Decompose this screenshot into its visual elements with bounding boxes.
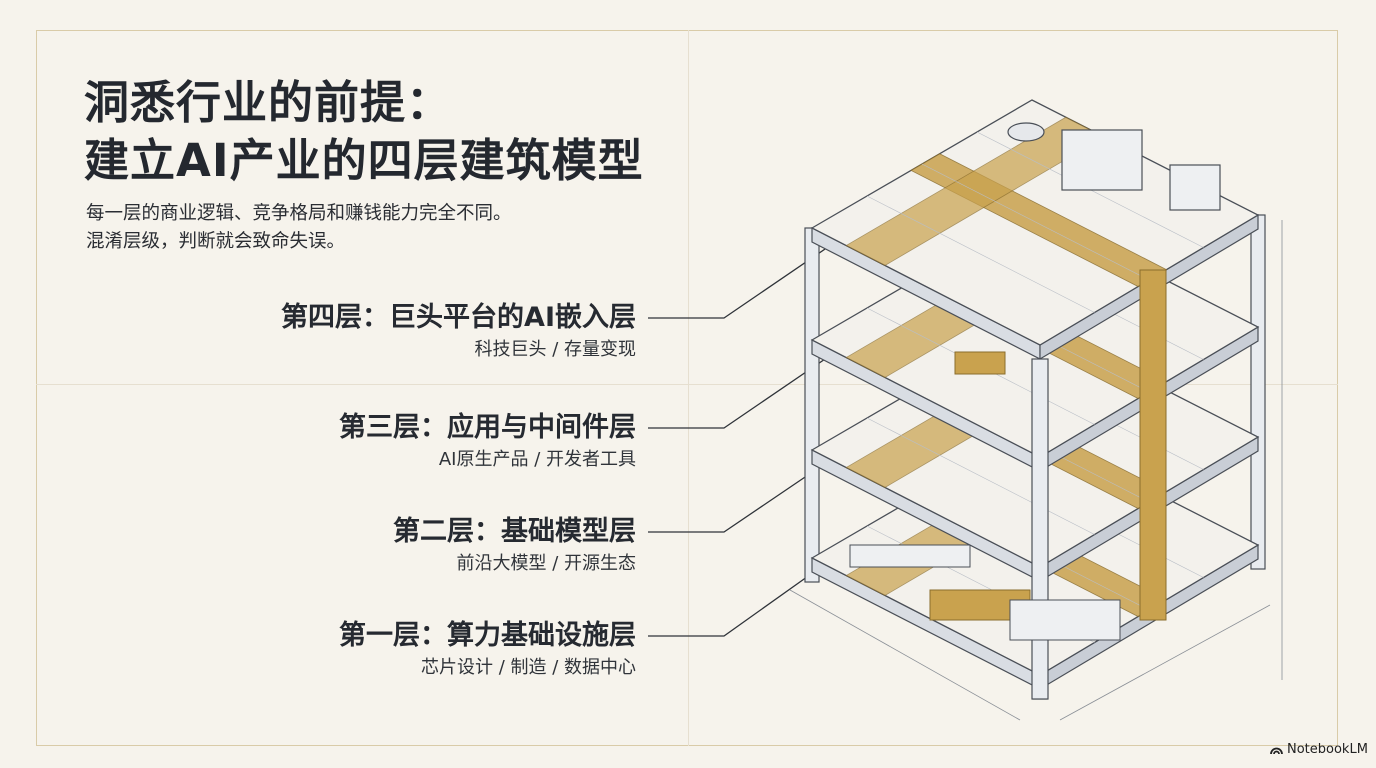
column [1031,358,1049,700]
subtitle-line-1: 每一层的商业逻辑、竞争格局和赚钱能力完全不同。 [86,203,512,224]
server-rack [1009,599,1121,641]
layer-name: 第二层：基础模型层 [393,516,636,547]
slide-frame [36,30,1338,746]
four-floor-building [789,99,1283,721]
slide-subtitle: 每一层的商业逻辑、竞争格局和赚钱能力完全不同。 混淆层级，判断就会致命失误。 [86,200,512,256]
leader-line-layer-2 [648,451,843,533]
subtitle-line-2: 混淆层级，判断就会致命失误。 [86,231,346,252]
layer-desc: 前沿大模型 / 开源生态 [456,553,636,574]
grid-line [921,163,1150,281]
layer-label-1: 第一层：算力基础设施层 芯片设计 / 制造 / 数据中心 [339,618,636,682]
grid-line [866,195,1095,313]
rooftop-vent [1007,122,1045,142]
server-rack [849,544,971,568]
layer-name: 第三层：应用与中间件层 [339,412,636,443]
rooftop-unit [1169,164,1221,211]
layer-label-2: 第二层：基础模型层 前沿大模型 / 开源生态 [393,514,636,578]
layer-label-3: 第三层：应用与中间件层 AI原生产品 / 开发者工具 [339,410,636,474]
title-line-2: 建立AI产业的四层建筑模型 [84,134,644,187]
slide-title: 洞悉行业的前提： 建立AI产业的四层建筑模型 [84,74,644,190]
notebooklm-icon [1270,747,1283,755]
column [804,227,820,583]
gold-block [954,351,1006,375]
column [1250,214,1266,570]
layer-label-4: 第四层：巨头平台的AI嵌入层 科技巨头 / 存量变现 [281,300,636,364]
guide-line-horizontal [36,384,1338,385]
layer-name: 第四层：巨头平台的AI嵌入层 [281,302,636,333]
guide-line-vertical [688,30,689,746]
gold-riser [1139,269,1167,621]
notebooklm-logo: NotebookLM [1270,742,1368,757]
brand-label: NotebookLM [1287,742,1368,757]
layer-desc: 科技巨头 / 存量变现 [474,339,636,360]
layer-name: 第一层：算力基础设施层 [339,620,636,651]
grid-line [866,417,1095,535]
layer-desc: AI原生产品 / 开发者工具 [438,449,636,470]
dimension-line [1059,604,1271,721]
leader-line-layer-1 [648,561,829,637]
rooftop-unit [1061,129,1143,191]
layer-desc: 芯片设计 / 制造 / 数据中心 [420,657,636,678]
title-line-1: 洞悉行业的前提： [84,76,453,129]
dimension-line [789,589,1021,721]
